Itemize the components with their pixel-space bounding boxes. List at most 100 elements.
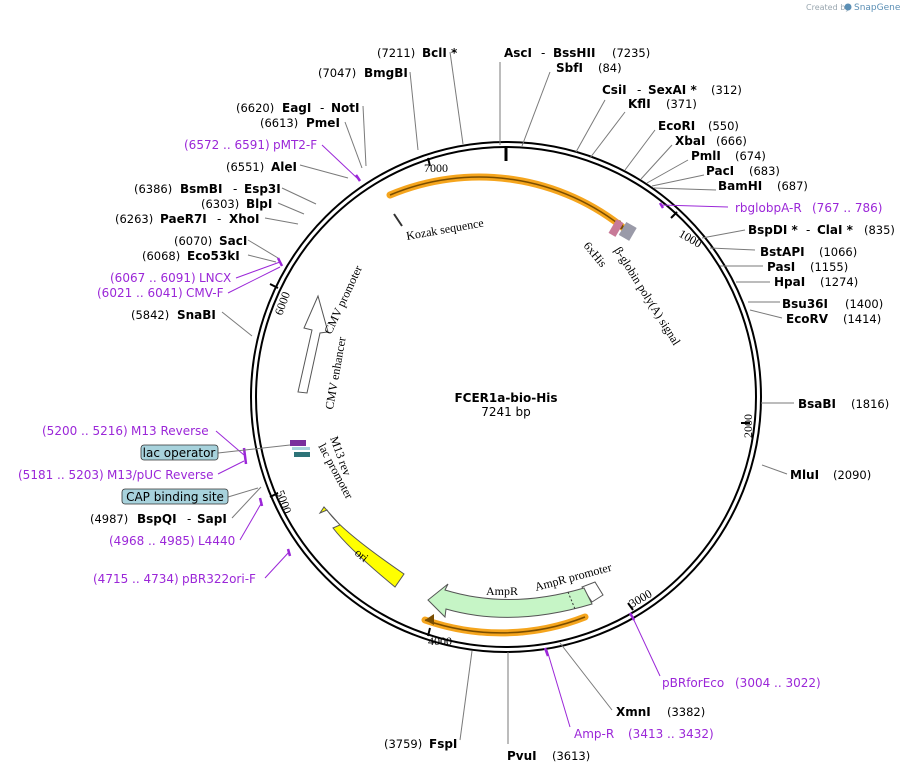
enzyme-pvuI: PvuI [507,749,537,763]
feature-ampr-label: AmpR [486,584,518,598]
feature-ampr-promoter-label: AmpR promoter [533,560,613,594]
enzyme-esp3I: Esp3I [244,182,281,196]
backbone-outer [250,141,762,653]
lac-promoter-mark [294,452,310,457]
primer-l4440: L4440 [198,534,235,548]
enzyme-claI: ClaI * [817,223,854,237]
enzyme-sacI: SacI [219,234,247,248]
enzyme-snaBI-pos: (5842) [131,308,169,322]
globin-mark [618,221,637,241]
enzyme-mluI-pos: (2090) [833,468,871,482]
enzyme-bmgBI: BmgBI [364,66,408,80]
enzyme-xbaI: XbaI [675,134,705,148]
tick-label-5000: 5000 [273,488,294,515]
primer-l4440-range: (4968 .. 4985) [109,534,195,548]
feature-his-label: 6xHis [581,239,610,270]
orf-top-arc-line [389,176,627,231]
enzyme-aleI: AleI [271,160,297,174]
feature-cmv-enhancer-label: CMV enhancer [322,336,349,411]
tick-label-1000: 1000 [677,226,705,250]
credit-brand: SnapGene [854,3,901,13]
enzyme-sbfI: SbfI [556,61,583,75]
primer-pbrforeco: pBRforEco [662,676,724,690]
enzyme-fspI: FspI [429,737,457,751]
feature-arcs [290,173,637,637]
enzyme-pmlI: PmlI [691,149,721,163]
primer-pmt2f-range: (6572 .. 6591) [184,138,270,152]
enzyme-aleI-pos: (6551) [226,160,264,174]
enzyme-pasI: PasI [767,260,795,274]
enzyme-bsaBI: BsaBI [798,397,836,411]
enzyme-bspQI-pos: (4987) [90,512,128,526]
enzyme-pmeI-pos: (6613) [260,116,298,130]
feature-kozak-label: Kozak sequence [405,216,485,243]
enzyme-blpI: BlpI [246,197,272,211]
snapgene-logo-icon [844,3,852,11]
ampr-arrow [427,583,593,619]
enzyme-ecoRI: EcoRI [658,119,695,133]
cap-binding-label: CAP binding site [126,490,224,504]
enzyme-hpaI: HpaI [774,275,805,289]
boxed-feature-cap-binding: CAP binding site [121,487,259,505]
enzyme-bspQI: BspQI [137,512,177,526]
boxed-feature-lac-operator: lac operator [140,444,291,461]
enzyme-bsu36I-pos: (1400) [845,297,883,311]
primer-m13-reverse: M13 Reverse [131,424,209,438]
enzyme-paeR7I: PaeR7I [160,212,207,226]
primer-amp-r: Amp-R [574,727,614,741]
enzyme-bspDI-sep: - [806,223,810,237]
enzyme-bspDI: BspDI * [748,223,798,237]
enzyme-paeR7I-pos: (6263) [115,212,153,226]
plasmid-length: 7241 bp [481,405,531,419]
plasmid-name: FCER1a-bio-His [454,391,557,405]
enzyme-pmeI: PmeI [306,116,340,130]
primer-m13-reverse-range: (5200 .. 5216) [42,424,128,438]
ori-arrow [318,506,405,588]
primer-rbglobpa-r-range: (767 .. 786) [812,201,882,215]
orf-bottom-arrowhead [425,614,434,625]
enzyme-xbaI-pos: (666) [716,134,747,148]
enzyme-eagI-sep: - [320,101,324,115]
enzyme-kflI: KflI [628,97,651,111]
enzyme-bssHII: BssHII [553,46,595,60]
tick-label-2000: 2000 [741,414,755,438]
enzyme-ascI-pos: (7235) [612,46,650,60]
enzyme-sacI-pos: (6070) [174,234,212,248]
enzyme-pacI: PacI [706,164,734,178]
enzyme-mluI: MluI [790,468,819,482]
tick-marks [269,157,750,637]
feature-cmv-promoter-label: CMV promoter [321,263,365,336]
enzyme-bamHI-pos: (687) [777,179,808,193]
enzyme-xhoI: XhoI [229,212,260,226]
enzyme-bsmBI: BsmBI [180,182,222,196]
enzyme-bspDI-pos: (835) [864,223,895,237]
tick-label-6000: 6000 [272,290,293,317]
enzyme-csiI: CsiI [602,83,627,97]
primer-amp-r-range: (3413 .. 3432) [628,727,714,741]
primer-pbr322ori-f-range: (4715 .. 4734) [93,572,179,586]
tick-label-4000: 4000 [428,634,452,648]
enzyme-bamHI: BamHI [718,179,762,193]
primer-cmvf: CMV-F [186,286,224,300]
primer-leaders [215,144,729,728]
enzyme-fspI-pos: (3759) [384,737,422,751]
his-mark [608,219,624,237]
enzyme-bstAPI: BstAPI [760,245,805,259]
enzyme-bsmBI-pos: (6386) [134,182,172,196]
orf-top-arc [386,173,630,234]
primer-lncx: LNCX [199,271,231,285]
enzyme-bclI: BclI * [422,46,458,60]
enzyme-bmgBI-pos: (7047) [318,66,356,80]
enzyme-blpI-pos: (6303) [201,197,239,211]
primer-rbglobpa-r: rbglobpA-R [735,201,802,215]
enzyme-labels: AscI - BssHII (7235) SbfI (84) CsiI - Se… [90,46,895,763]
enzyme-hpaI-pos: (1274) [820,275,858,289]
enzyme-eagI-pos: (6620) [236,101,274,115]
enzyme-paeR7I-sep: - [217,212,221,226]
enzyme-eco53kI: Eco53kI [187,249,240,263]
enzyme-pvuI-pos: (3613) [552,749,590,763]
enzyme-sbfI-pos: (84) [598,61,622,75]
primer-cmvf-range: (6021 .. 6041) [97,286,183,300]
enzyme-bspQI-sep: - [187,512,191,526]
